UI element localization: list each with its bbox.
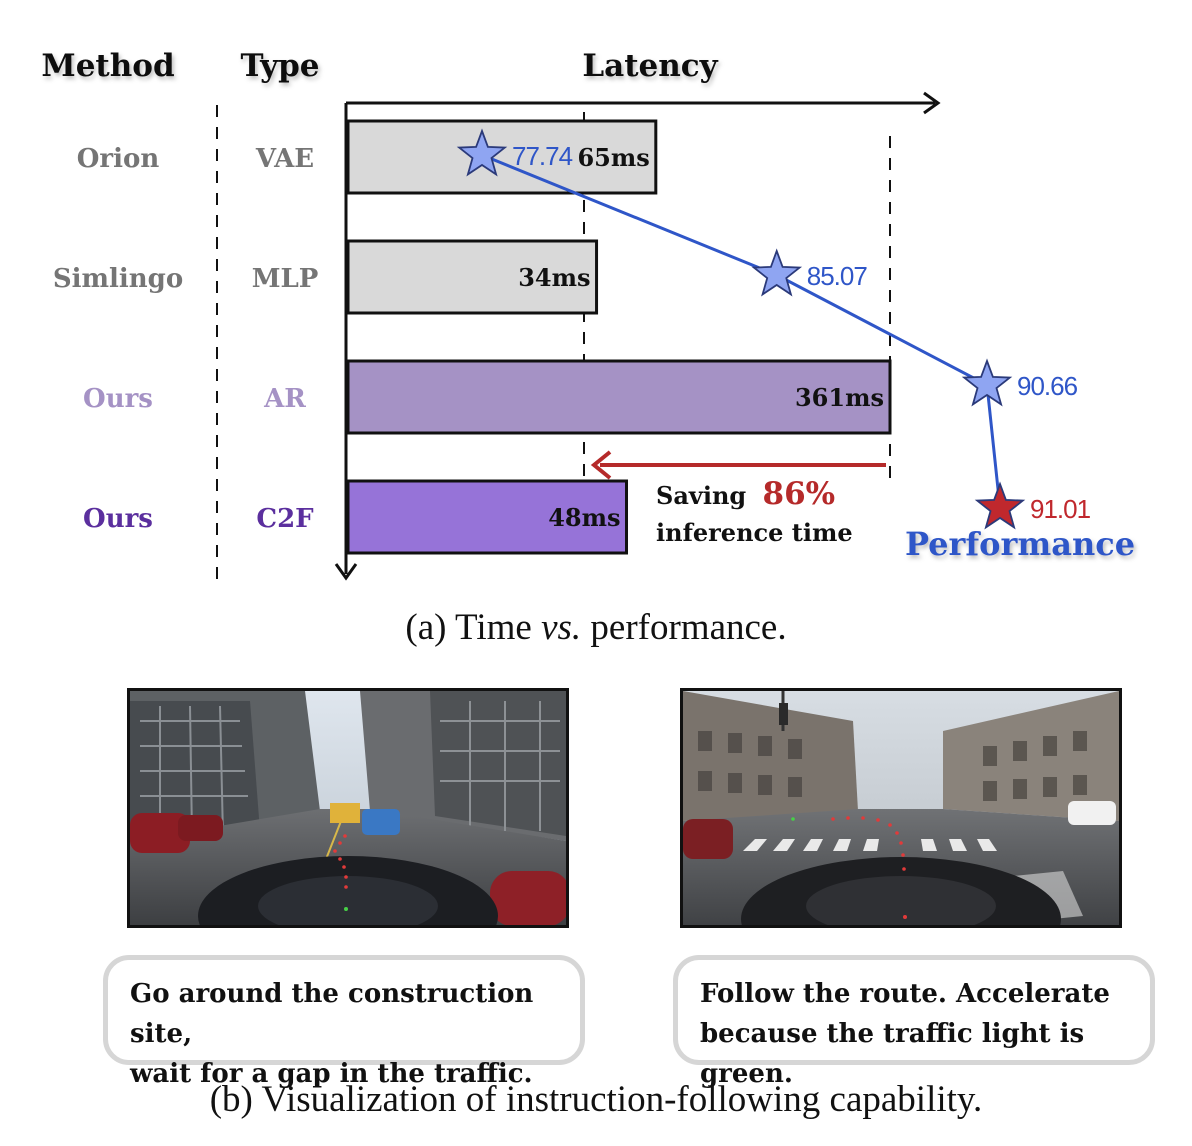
performance-star xyxy=(961,358,1013,407)
performance-star xyxy=(751,248,803,297)
driving-scene-intersection xyxy=(680,688,1122,928)
method-label: Simlingo xyxy=(53,264,183,294)
saving-value: 86% xyxy=(763,476,836,512)
performance-value-label: 91.01 xyxy=(1030,494,1091,524)
type-label: AR xyxy=(263,384,306,414)
performance-value-label: 77.74 xyxy=(512,141,573,171)
performance-label: Performance xyxy=(905,525,1135,563)
latency-bar xyxy=(346,119,658,195)
latency-bar xyxy=(346,359,892,435)
caption-a-italic: vs. xyxy=(541,607,582,648)
type-label: MLP xyxy=(252,264,319,294)
saving-arrowhead xyxy=(590,450,612,480)
saving-prefix: Saving xyxy=(656,481,746,510)
performance-value-label: 85.07 xyxy=(807,261,868,291)
caption-a-suffix: performance. xyxy=(581,607,787,648)
header-type: Type xyxy=(240,48,319,84)
caption-b: (b) Visualization of instruction-followi… xyxy=(209,1079,983,1120)
performance-line xyxy=(481,153,1002,509)
header-method: Method xyxy=(41,48,174,84)
instruction-bubble-2: Follow the route. Accelerate because the… xyxy=(673,955,1155,1089)
latency-bar xyxy=(346,239,599,315)
instruction-1-line-2: wait for a gap in the traffic. xyxy=(130,1059,533,1089)
instruction-2-line-2: because the traffic light is green. xyxy=(700,1019,1085,1089)
type-label: VAE xyxy=(255,144,314,174)
instruction-bubble-1: Go around the construction site, wait fo… xyxy=(103,955,585,1089)
type-label: C2F xyxy=(256,504,314,534)
best-performance-star xyxy=(974,481,1026,530)
header-latency: Latency xyxy=(582,48,718,84)
performance-star xyxy=(456,128,508,177)
latency-value-label: 65ms xyxy=(577,143,649,172)
driving-scene-construction xyxy=(127,688,569,928)
latency-value-label: 34ms xyxy=(518,263,590,292)
latency-axis-arrowhead xyxy=(923,91,941,115)
saving-annotation: Saving 86% xyxy=(656,476,835,512)
latency-bar xyxy=(346,479,629,555)
performance-value-label: 90.66 xyxy=(1017,371,1078,401)
latency-value-label: 361ms xyxy=(795,383,884,412)
method-label: Ours xyxy=(83,384,153,414)
latency-performance-chart: Method Type Latency 65ms 34ms 361ms 48ms 77… xyxy=(41,48,1135,581)
caption-a: (a) Time vs. performance. xyxy=(0,606,1192,649)
latency-value-label: 48ms xyxy=(548,503,620,532)
method-label: Orion xyxy=(77,144,160,174)
instruction-2-line-1: Follow the route. Accelerate xyxy=(700,979,1110,1009)
category-axis-arrowhead xyxy=(334,563,358,581)
method-label: Ours xyxy=(83,504,153,534)
saving-suffix: inference time xyxy=(656,518,853,547)
caption-a-prefix: (a) Time xyxy=(405,607,542,648)
instruction-1-line-1: Go around the construction site, xyxy=(130,979,534,1049)
